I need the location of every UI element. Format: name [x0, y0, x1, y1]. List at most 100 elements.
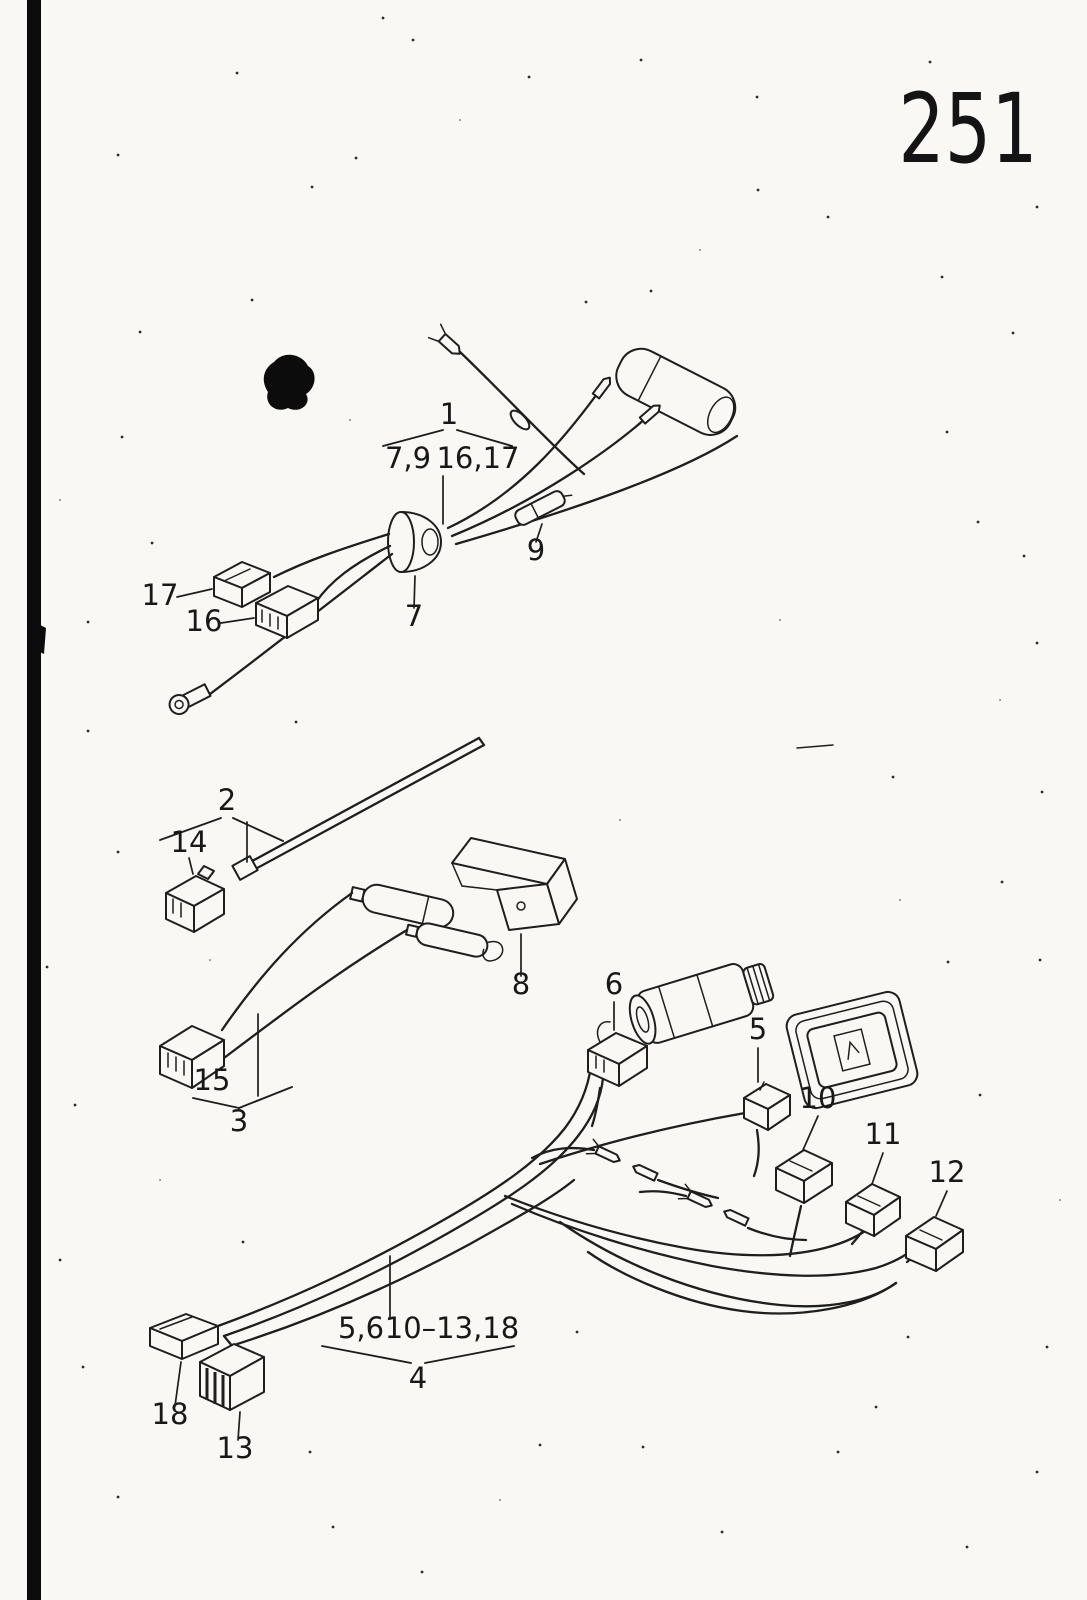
spade-terminal	[585, 1138, 621, 1164]
terminal-body	[632, 1163, 659, 1182]
leader-line	[188, 857, 194, 875]
terminal-body	[723, 1208, 750, 1227]
lighter-socket-bore	[635, 1006, 650, 1033]
spade-terminal	[632, 1163, 659, 1182]
connector-side	[181, 1325, 219, 1360]
switch-symbol	[847, 1040, 860, 1060]
wire	[538, 1111, 747, 1166]
lighter-seam	[696, 973, 714, 1028]
callout-part-15: 15	[194, 1063, 231, 1097]
mounting-bracket-drawing: 8	[451, 837, 578, 1001]
wire	[222, 928, 409, 1060]
cable-sleeve	[405, 922, 504, 962]
terminal-hole	[174, 699, 184, 710]
ring-terminal	[168, 683, 212, 716]
sleeve-nipple	[405, 923, 420, 938]
connector-body	[514, 490, 566, 526]
wire	[788, 1204, 803, 1258]
cable-sleeve	[349, 883, 455, 929]
leader-line	[237, 1411, 241, 1441]
callout-subgroup-16-17: 16,17	[436, 441, 519, 475]
margin-bar	[27, 0, 41, 1600]
connector-side	[191, 1039, 225, 1089]
connector-tab	[197, 865, 215, 880]
sleeve-nipple	[349, 886, 366, 903]
lighter-seam	[657, 985, 676, 1039]
rod-ferrule	[231, 855, 259, 881]
grommet-flange	[387, 511, 415, 573]
connector-6-part	[587, 1021, 648, 1087]
connector-side	[767, 1094, 791, 1131]
connector-slots	[261, 609, 279, 630]
connector-17-part	[213, 561, 271, 608]
wire	[314, 544, 392, 604]
terminal-prongs	[585, 1138, 600, 1155]
upper-harness-drawing: 1 7,9 16,17 9 7 17 16	[142, 323, 739, 716]
leader-line	[174, 1361, 182, 1407]
terminal-body	[437, 332, 461, 355]
bracket-line	[159, 817, 222, 841]
leader-line	[413, 575, 416, 609]
terminal-body	[638, 404, 661, 425]
wire	[446, 392, 599, 530]
callout-assembly-1: 1	[440, 397, 458, 431]
inline-connector-9-part	[514, 490, 573, 526]
callout-assembly-3: 3	[230, 1104, 248, 1138]
scan-speckles	[45, 16, 1061, 1574]
connector-detail	[789, 1160, 813, 1172]
connector-side	[286, 597, 319, 639]
wire	[454, 434, 739, 546]
cable-boot	[596, 1021, 611, 1043]
wire	[558, 1220, 898, 1308]
bracket-line	[456, 429, 513, 447]
connector-slots	[167, 1052, 185, 1076]
callout-part-12: 12	[929, 1155, 966, 1189]
wire	[272, 532, 391, 579]
callout-part-5: 5	[749, 1012, 767, 1046]
wire	[222, 1076, 605, 1338]
connector-tab	[759, 1081, 765, 1091]
lighter-socket-mouth	[628, 994, 657, 1045]
terminal-body	[591, 376, 612, 400]
callout-subgroup-5-6: 5,6	[338, 1311, 384, 1345]
leader-line	[176, 588, 213, 598]
connector-hatch	[205, 1368, 225, 1407]
spade-terminal	[638, 404, 661, 425]
bracket-line	[424, 1345, 515, 1364]
wire	[530, 1146, 596, 1160]
lamp-housing-cylinder	[615, 347, 737, 436]
page-number: 251	[898, 74, 1037, 185]
sleeve-seam	[421, 895, 430, 925]
grommet	[387, 511, 442, 573]
speckle-dots-fine	[59, 119, 1061, 1501]
bracket-line	[232, 817, 284, 842]
wire	[746, 1226, 808, 1242]
connector-14-part	[165, 865, 225, 933]
callout-part-8: 8	[512, 967, 530, 1001]
stray-mark	[796, 744, 834, 749]
connector-side	[193, 888, 225, 933]
connector-detail	[159, 1316, 193, 1330]
leader-line	[220, 617, 255, 624]
cigarette-lighter	[628, 963, 775, 1045]
callout-subgroup-7-9: 7,9	[385, 441, 431, 475]
spade-terminal	[591, 376, 612, 400]
connector-seam	[530, 502, 540, 519]
connector-side	[873, 1196, 901, 1237]
callout-subgroup-10-13-18: 10–13,18	[385, 1311, 519, 1345]
wire	[590, 1086, 602, 1128]
ferrule-body	[231, 855, 259, 881]
connector-side	[935, 1229, 964, 1272]
connector-5-part	[743, 1081, 791, 1131]
callout-part-10: 10	[800, 1081, 837, 1115]
speckle-dots	[45, 16, 1049, 1574]
bracket-line	[321, 1345, 412, 1364]
switch-face	[806, 1011, 898, 1089]
connector-slots	[172, 898, 182, 918]
connector-16-part	[255, 585, 319, 639]
connector-side	[618, 1045, 648, 1087]
leader-line	[935, 1190, 948, 1217]
connector-side	[803, 1162, 833, 1204]
callout-assembly-4: 4	[409, 1361, 427, 1395]
